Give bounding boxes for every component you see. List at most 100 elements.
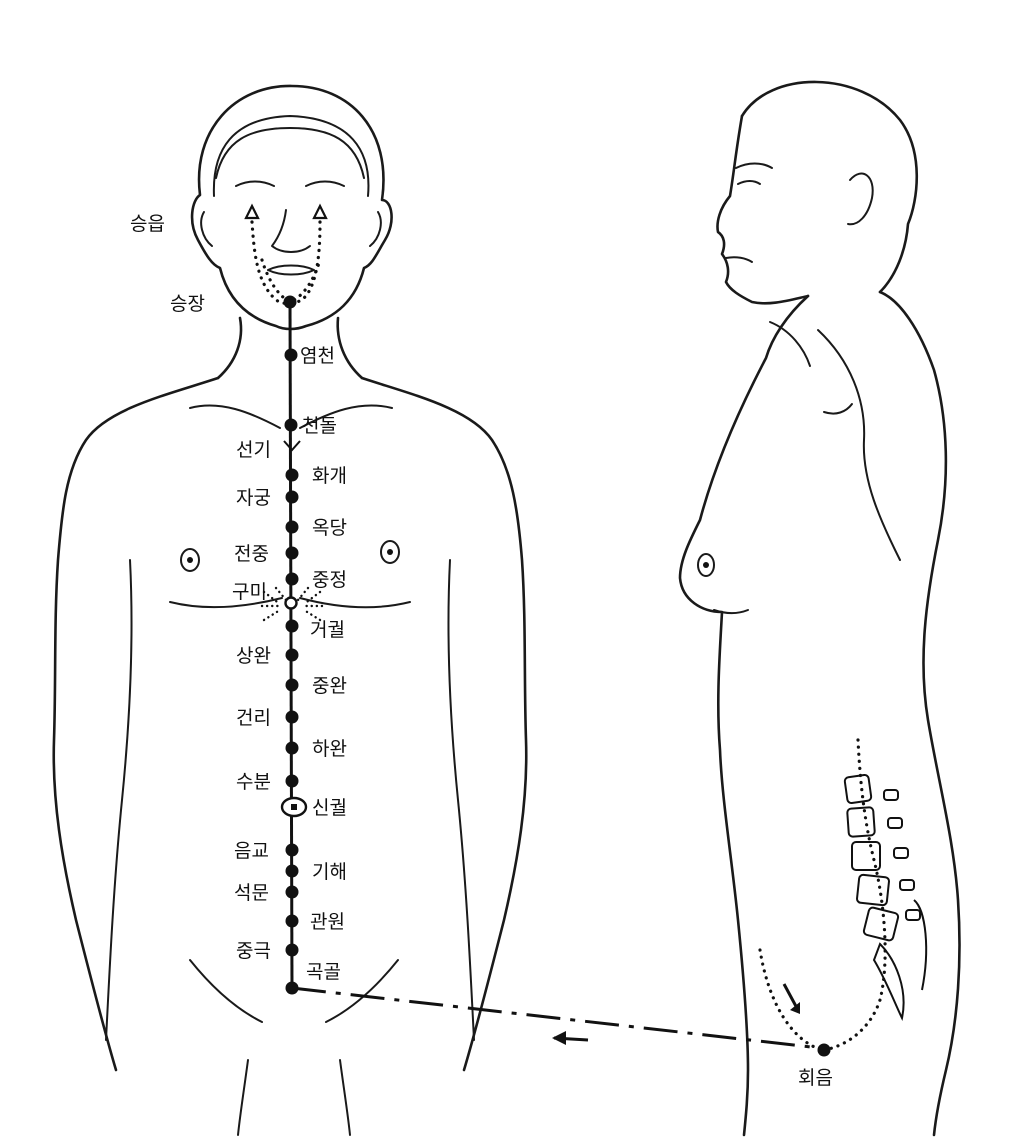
label-jeonjung: 전중 — [234, 543, 269, 565]
front-chest-line-right — [299, 597, 411, 609]
side-front-outline — [678, 294, 810, 1137]
label-junggeuk: 중극 — [236, 940, 271, 962]
front-left-arm-inner — [105, 559, 133, 1041]
label-jagung: 자궁 — [236, 487, 271, 509]
right-eye-triangle — [312, 203, 328, 220]
front-right-ear — [369, 211, 382, 247]
side-armpit — [823, 403, 853, 415]
front-right-arm-inner — [447, 559, 475, 1041]
point-sangwan — [285, 648, 299, 662]
connector-arrow — [552, 1031, 589, 1045]
label-hawan: 하완 — [312, 738, 347, 760]
side-eye — [737, 180, 761, 185]
point-jagung — [285, 490, 299, 504]
point-subun — [285, 774, 299, 788]
label-singwol: 신궐 — [312, 797, 347, 819]
side-spine-dots — [822, 738, 887, 1052]
front-right-nipple — [380, 540, 400, 564]
seungeup-markers — [244, 203, 328, 220]
point-jungjeong — [285, 572, 299, 586]
front-left-nipple-center — [187, 557, 193, 563]
front-left-torso-outline — [52, 376, 220, 1072]
front-right-eyebrow — [305, 180, 345, 187]
label-geonri: 건리 — [236, 707, 271, 729]
side-mouth — [725, 256, 753, 263]
front-left-eyebrow — [235, 180, 275, 187]
side-nipple — [697, 553, 715, 577]
side-arm-outline — [817, 329, 901, 561]
label-geogwol: 거궐 — [310, 619, 345, 641]
front-leg-inner-right — [339, 1059, 351, 1136]
point-hawan — [285, 741, 299, 755]
front-right-torso-outline — [360, 376, 528, 1072]
face-dots-mouth — [260, 258, 322, 304]
acupoints — [283, 295, 299, 995]
front-nose — [271, 209, 311, 253]
front-right-clavicle — [299, 404, 393, 429]
label-jungwan: 중완 — [312, 675, 347, 697]
seongi-tick — [283, 440, 301, 452]
label-seongmun: 석문 — [234, 882, 269, 904]
label-hoeeum: 회음 — [798, 1067, 833, 1089]
point-hoeeum — [817, 1043, 831, 1057]
point-jungwan — [285, 678, 299, 692]
side-face-profile — [716, 114, 810, 305]
front-mouth — [267, 264, 315, 276]
front-neck-right — [336, 316, 364, 380]
front-left-nipple — [180, 548, 200, 572]
face-dots-left — [250, 220, 292, 305]
side-ear — [847, 172, 874, 226]
gumi-burst — [260, 586, 324, 622]
front-head-outline — [190, 84, 393, 331]
front-groin-right — [325, 959, 399, 1023]
front-leg-inner — [237, 1059, 249, 1136]
side-back-outline — [878, 290, 961, 1137]
label-seungjang: 승장 — [170, 293, 205, 315]
label-seongi: 선기 — [236, 439, 271, 461]
point-okdang — [285, 520, 299, 534]
side-arrow-head — [790, 1002, 800, 1014]
side-nipple-center — [703, 562, 709, 568]
labels: 승읍 승장 염천 천돌 선기 화개 자궁 옥당 전중 중정 구미 거궐 상완 중… — [130, 213, 833, 1089]
point-geonri — [285, 710, 299, 724]
side-head-outline — [740, 80, 919, 294]
point-hwagae — [285, 468, 299, 482]
point-yeomcheon — [284, 348, 298, 362]
label-gwanwon: 관원 — [310, 911, 345, 933]
front-hair-inner — [215, 127, 365, 179]
point-cheondol — [284, 418, 298, 432]
point-gihae — [285, 864, 299, 878]
label-sangwan: 상완 — [236, 645, 271, 667]
side-brow — [735, 162, 773, 169]
point-singwol — [280, 796, 308, 818]
point-eumgyo — [285, 843, 299, 857]
label-jungjeong: 중정 — [312, 569, 347, 591]
point-gwanwon — [285, 914, 299, 928]
side-chest-line — [713, 609, 749, 614]
front-neck-left — [216, 316, 243, 380]
front-left-clavicle — [189, 404, 281, 429]
point-geogwol — [285, 619, 299, 633]
label-hwagae: 화개 — [312, 465, 347, 487]
front-hairline — [212, 115, 370, 197]
front-figure — [52, 84, 528, 1136]
label-cheondol: 천돌 — [302, 415, 337, 437]
label-subun: 수분 — [236, 771, 271, 793]
side-front-dots — [758, 948, 824, 1052]
front-chest-line — [169, 597, 283, 609]
left-eye-triangle — [244, 203, 260, 220]
label-gokgol: 곡골 — [306, 961, 341, 983]
label-gumi: 구미 — [232, 581, 267, 603]
label-gihae: 기해 — [312, 861, 347, 883]
point-gumi — [284, 596, 298, 610]
label-yeomcheon: 염천 — [300, 345, 335, 367]
side-arm-inner — [769, 321, 811, 367]
point-seongmun — [285, 885, 299, 899]
point-junggeuk — [285, 943, 299, 957]
point-jeonjung — [285, 546, 299, 560]
front-right-nipple-center — [387, 549, 393, 555]
face-meridian-dots — [250, 220, 322, 305]
front-groin-left — [189, 959, 263, 1023]
